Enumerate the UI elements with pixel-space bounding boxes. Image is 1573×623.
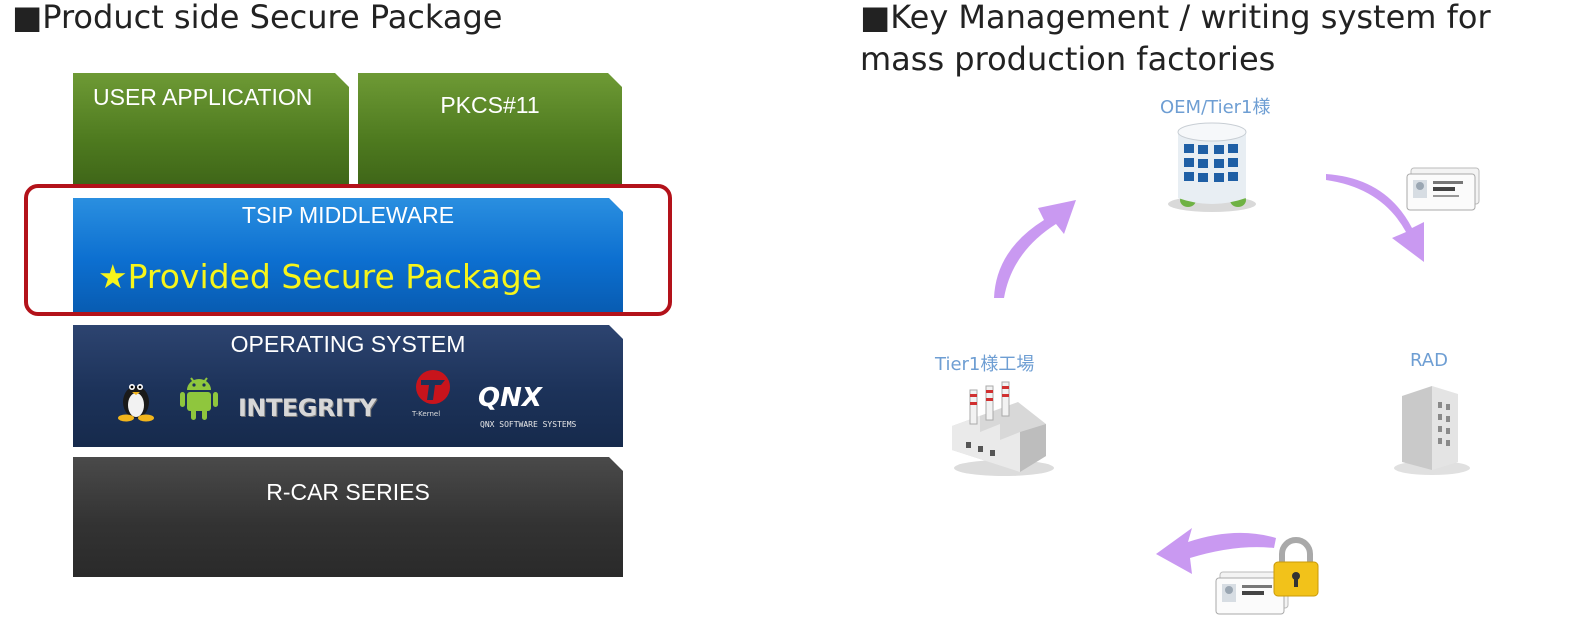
office-building-icon bbox=[1168, 122, 1256, 212]
left-heading: ■Product side Secure Package bbox=[12, 0, 503, 36]
integrity-logo: INTEGRITY bbox=[238, 394, 377, 422]
android-icon bbox=[180, 377, 218, 420]
tsip-middleware-block: TSIP MIDDLEWARE bbox=[73, 198, 623, 312]
id-card-icon bbox=[1406, 167, 1480, 211]
rcar-series-label: R-CAR SERIES bbox=[266, 479, 430, 505]
curved-arrow-icon bbox=[1326, 174, 1424, 262]
user-application-block: USER APPLICATION bbox=[73, 73, 349, 185]
tier1-factory-node-label: Tier1様工場 bbox=[935, 354, 1035, 375]
qnx-logo: QNX bbox=[478, 383, 542, 413]
qnx-subtitle: QNX SOFTWARE SYSTEMS bbox=[480, 420, 577, 429]
t-kernel-label: T-Kernel bbox=[412, 410, 441, 418]
highlight-frame bbox=[24, 184, 672, 316]
provided-package-label: ★Provided Secure Package bbox=[98, 257, 543, 296]
operating-system-block: OPERATING SYSTEM bbox=[73, 325, 623, 447]
padlock-icon bbox=[1273, 537, 1319, 597]
linux-tux-icon bbox=[118, 384, 154, 422]
t-kernel-icon bbox=[416, 370, 450, 404]
rad-node-label: RAD bbox=[1410, 350, 1448, 371]
curved-arrow-icon bbox=[1156, 528, 1276, 574]
curved-arrow-icon bbox=[994, 200, 1076, 298]
pkcs-label: PKCS#11 bbox=[440, 92, 540, 118]
rcar-series-block: R-CAR SERIES bbox=[73, 457, 623, 577]
oem-node-label: OEM/Tier1様 bbox=[1160, 97, 1271, 118]
office-tower-icon bbox=[1394, 386, 1470, 475]
right-heading: ■Key Management / writing system for mas… bbox=[860, 0, 1491, 78]
factory-icon bbox=[952, 381, 1054, 476]
user-application-label: USER APPLICATION bbox=[93, 84, 313, 110]
pkcs-block: PKCS#11 bbox=[358, 73, 622, 185]
operating-system-label: OPERATING SYSTEM bbox=[230, 331, 466, 357]
tsip-middleware-label: TSIP MIDDLEWARE bbox=[241, 202, 455, 228]
